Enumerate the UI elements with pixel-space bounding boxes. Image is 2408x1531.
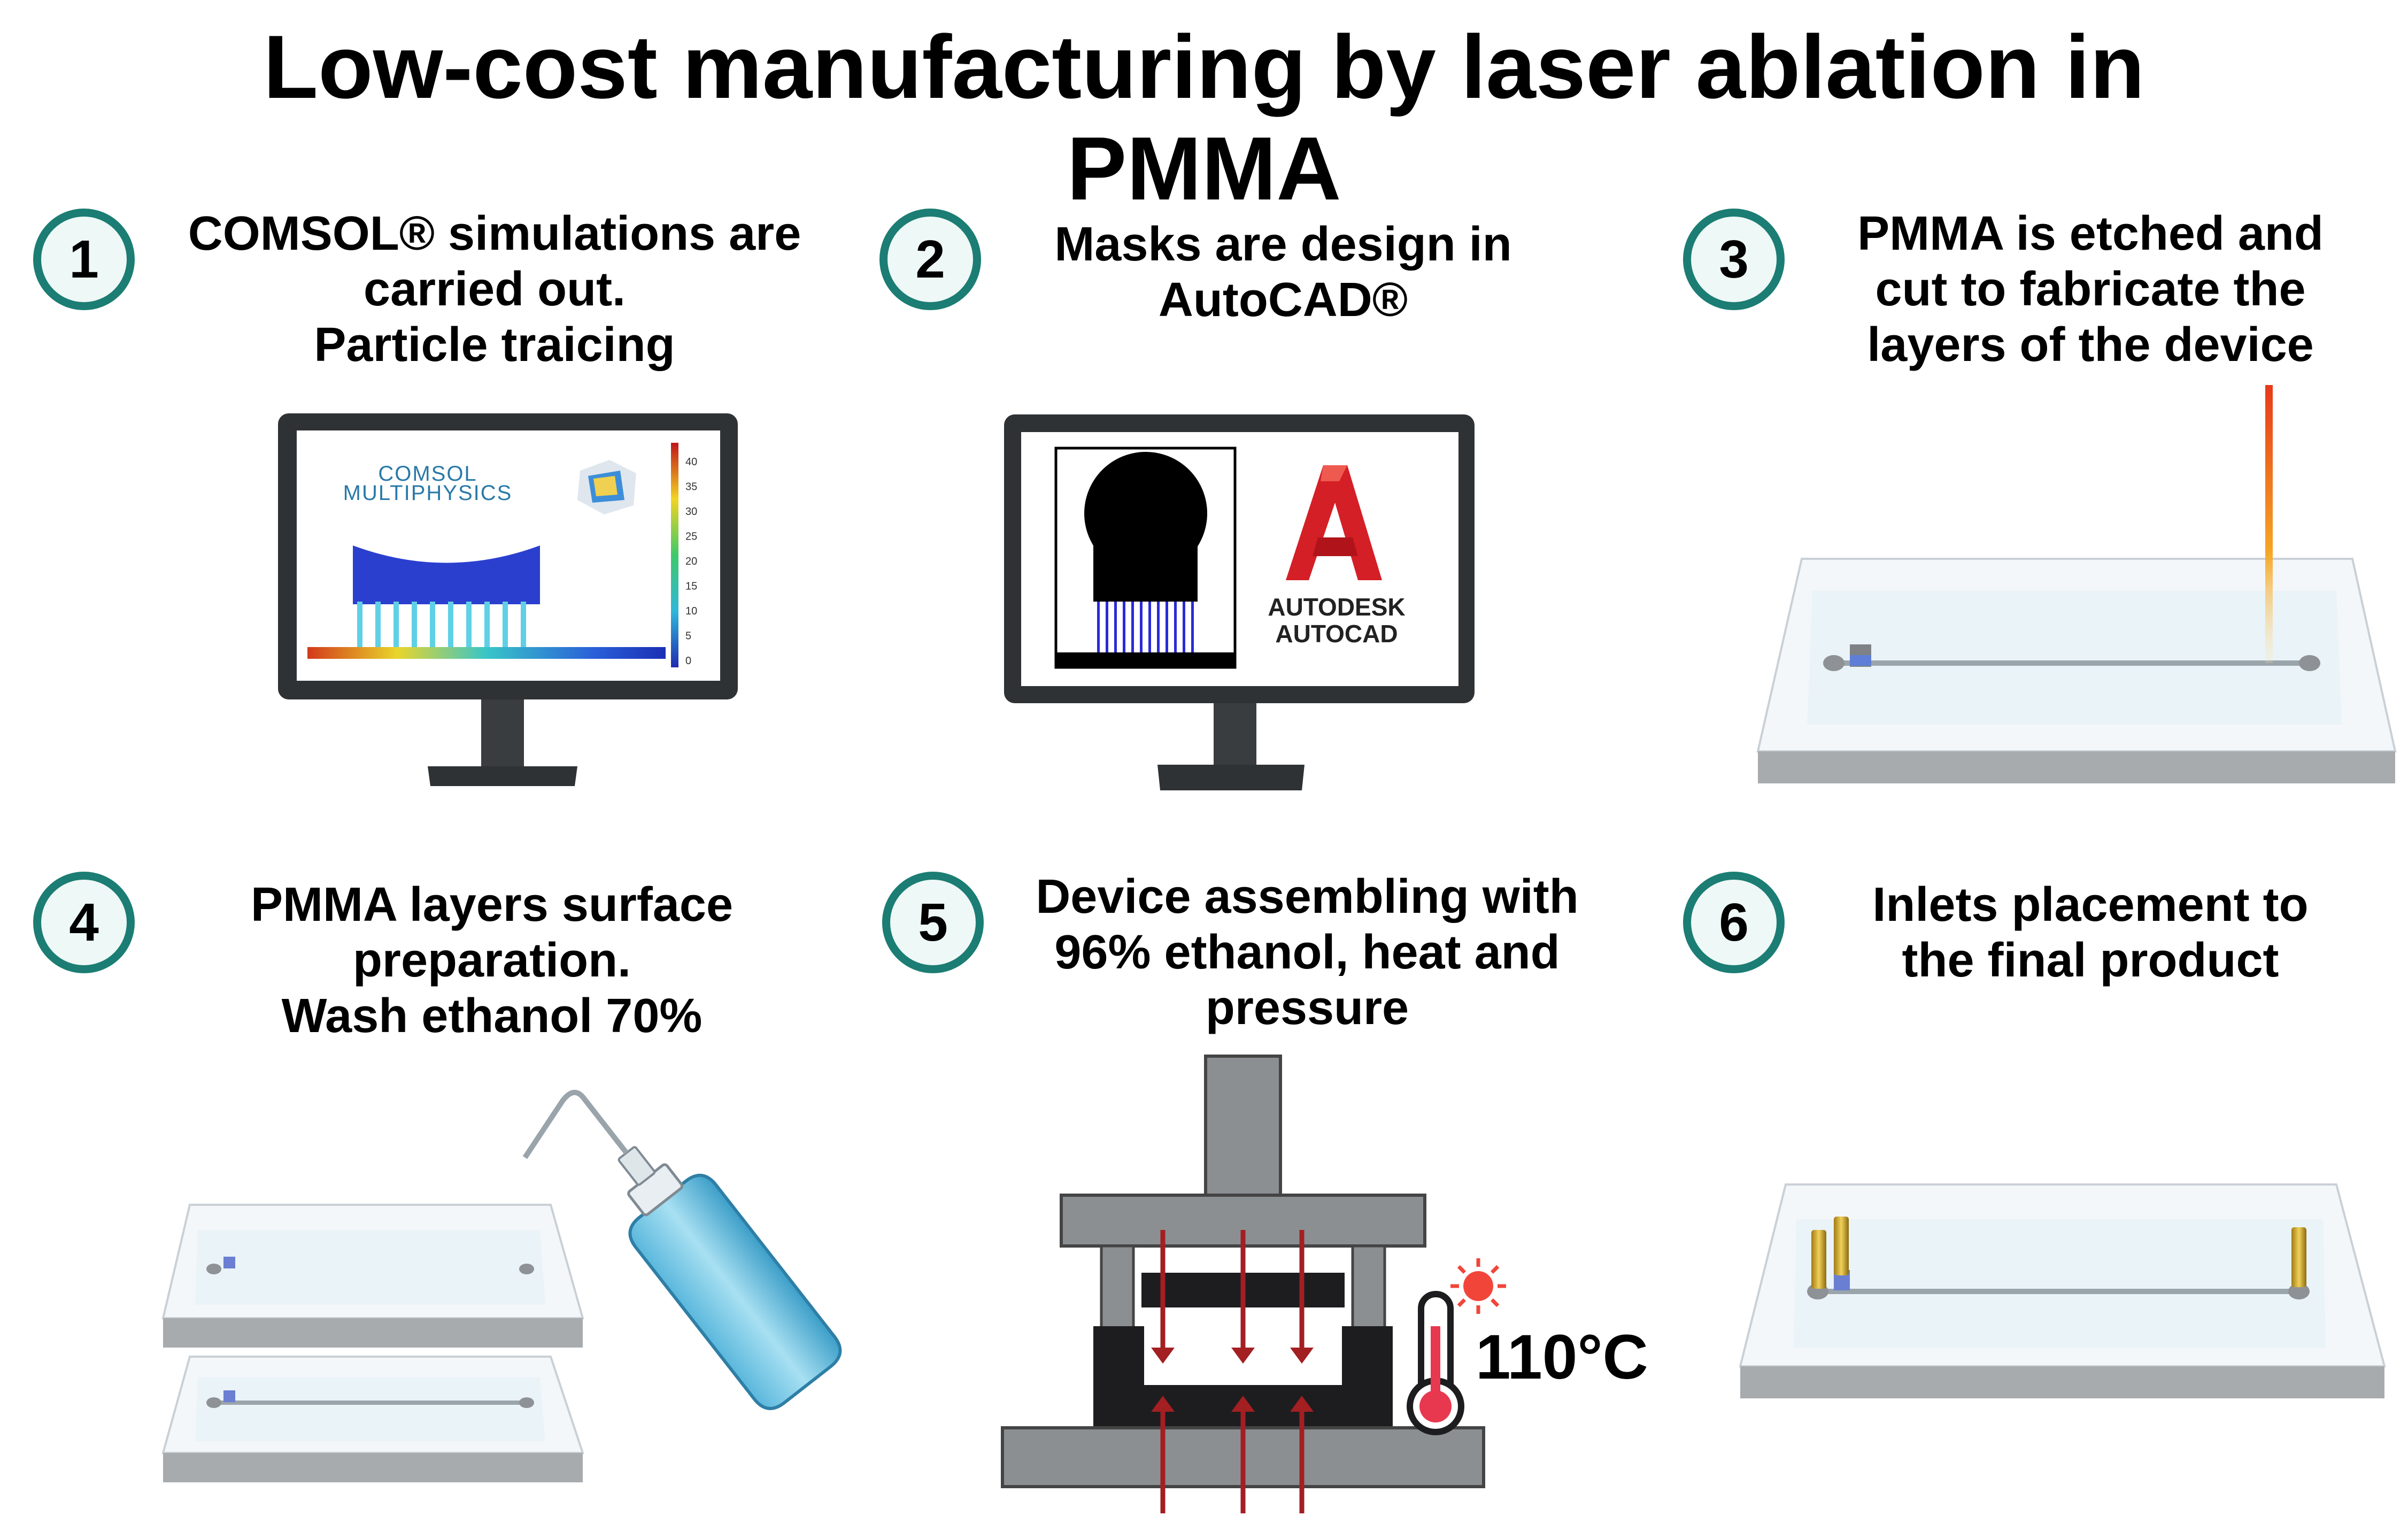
step-3-line-1: PMMA is etched and [1857,207,2324,260]
channel-2 [393,602,399,649]
channel-3 [412,602,417,649]
pmma-3-edge [1758,751,2395,783]
step-1-line-3: Particle traicing [314,318,675,372]
mask-line-3 [1123,602,1125,652]
press-ram [1204,1055,1282,1197]
channel-0 [357,602,362,649]
comsol-cube-icon [577,460,636,514]
mask-line-10 [1183,602,1185,652]
autocad-logo-line-2: AUTOCAD [1275,620,1398,648]
step-1-line-1: COMSOL® simulations are [188,207,801,260]
comsol-logo: COMSOL MULTIPHYSICS [321,462,535,505]
thermometer-icon [1407,1258,1506,1435]
inlet-1 [1811,1230,1826,1289]
colorbar-tick-label: 0 [685,655,691,667]
step-1-line-2: carried out. [363,263,626,316]
colorbar-tick-label: 40 [685,456,697,468]
comsol-flow-channel [307,647,666,659]
channel-8 [503,602,508,649]
step-5-line-1: Device assembling with [1036,870,1579,924]
pressure-arrowhead [1231,1348,1255,1364]
step-4-caption: PMMA layers surface preparation. Wash et… [176,877,807,1044]
step-6-caption: Inlets placement to the final product [1807,877,2374,988]
step-2-caption: Masks are design in AutoCAD® [989,217,1577,328]
pressure-arrowhead [1151,1396,1175,1412]
autocad-logo-text: AUTODESK AUTOCAD [1262,594,1411,647]
step-2-line-1: Masks are design in [1054,218,1512,271]
step-4-line-1: PMMA layers surface [250,878,734,932]
step-5-caption: Device assembling with 96% ethanol, heat… [1005,869,1609,1036]
monitor-2-stand [1157,765,1305,790]
mask-line-0 [1097,602,1100,652]
mask-line-5 [1140,602,1143,652]
step-4-line-3: Wash ethanol 70% [281,989,703,1043]
laser-beam [2265,385,2273,663]
final-device [1739,1183,2386,1398]
temperature-label: 110°C [1476,1322,1648,1392]
pressure-arrowhead [1151,1348,1175,1364]
comsol-channels [357,602,526,649]
pmma-layers-wash [161,1090,842,1482]
colorbar-tick-label: 10 [685,605,697,617]
mask-channel-lines [1097,602,1194,652]
colorbar-tick-label: 20 [685,556,697,567]
comsol-logo-line-2: MULTIPHYSICS [343,481,513,505]
channel-7 [484,602,490,649]
channel-1 [375,602,381,649]
inlet-3 [2291,1227,2306,1287]
mask-line-8 [1166,602,1168,652]
colorbar-tick-label: 15 [685,581,697,593]
step-3-caption: PMMA is etched and cut to fabricate the … [1807,206,2374,373]
mask-line-6 [1148,602,1151,652]
step-2-line-2: AutoCAD® [1158,273,1408,327]
comsol-chamber [353,545,540,604]
pressure-arrows [1151,1230,1314,1513]
channel-9 [521,602,526,649]
colorbar-tick-label: 35 [685,481,697,493]
step-4-badge: 4 [33,872,135,973]
step-1-caption: COMSOL® simulations are carried out. Par… [160,206,829,373]
title-line-1: Low-cost manufacturing by laser ablation… [263,17,2145,117]
channel-6 [466,602,472,649]
mask-line-11 [1191,602,1194,652]
colorbar-tick-label: 5 [685,630,691,642]
step-6-line-1: Inlets placement to [1872,878,2309,932]
mask-line-4 [1131,602,1134,652]
channel-4 [430,602,435,649]
step-3-line-2: cut to fabricate the [1875,263,2306,316]
pressure-arrowhead [1231,1396,1255,1412]
pressure-arrowhead [1290,1396,1314,1412]
mask-line-1 [1106,602,1108,652]
step-4-line-2: preparation. [352,934,631,987]
wash-bottle-icon [522,1090,842,1410]
comsol-logo-line-1: COMSOL [378,462,477,486]
monitor-1-neck [481,699,524,766]
mask-line-9 [1174,602,1177,652]
step-6-line-2: the final product [1902,934,2279,987]
inlet-2 [1834,1217,1849,1275]
colorbar-ticks: 40 35 30 25 20 15 10 5 0 [685,456,697,667]
colorbar-tick-label: 30 [685,506,697,518]
step-3-line-3: layers of the device [1867,318,2314,372]
hot-press [1001,1055,1506,1513]
autocad-logo-line-1: AUTODESK [1268,593,1406,621]
channel-5 [448,602,453,649]
comsol-monitor: 40 35 30 25 20 15 10 5 0 [278,413,738,786]
autocad-logo-icon [1286,465,1382,580]
page-title: Low-cost manufacturing by laser ablation… [0,16,2408,219]
step-5-line-3: pressure [1205,981,1409,1035]
mask-base-bar [1056,652,1235,667]
title-line-2: PMMA [1067,118,1341,219]
mask-line-7 [1157,602,1160,652]
comsol-colorbar [671,443,678,667]
autocad-monitor [1004,414,1475,790]
colorbar-tick-label: 25 [685,531,697,543]
pressure-arrowhead [1290,1348,1314,1364]
mask-line-2 [1114,602,1117,652]
monitor-2-neck [1214,703,1256,765]
step-5-line-2: 96% ethanol, heat and [1054,926,1560,979]
monitor-1-stand [428,766,577,786]
pmma-laser-sheet [1756,385,2397,783]
